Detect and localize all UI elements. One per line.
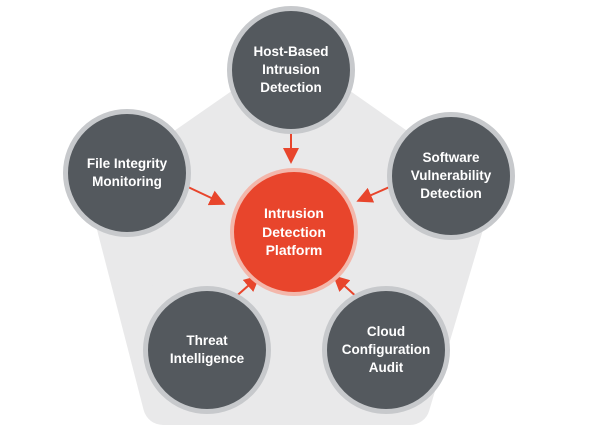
node-threat-intelligence: Threat Intelligence xyxy=(143,286,271,414)
node-label-file: File Integrity Monitoring xyxy=(86,156,168,189)
node-label-threat: Threat Intelligence xyxy=(169,333,245,366)
node-host-based-intrusion-detection: Host-Based Intrusion Detection xyxy=(227,6,355,134)
node-cloud-configuration-audit: Cloud Configuration Audit xyxy=(322,286,450,414)
hub-node-intrusion-detection-platform: Intrusion Detection Platform xyxy=(230,168,358,296)
node-label-software: Software Vulnerability Detection xyxy=(410,150,492,201)
hub-label: Intrusion Detection Platform xyxy=(262,205,326,259)
node-label-cloud: Cloud Configuration Audit xyxy=(341,324,431,375)
node-file-integrity-monitoring: File Integrity Monitoring xyxy=(63,109,191,237)
edge-file-to-hub xyxy=(187,186,226,206)
node-software-vulnerability-detection: Software Vulnerability Detection xyxy=(387,112,515,240)
node-label-host: Host-Based Intrusion Detection xyxy=(253,44,329,95)
